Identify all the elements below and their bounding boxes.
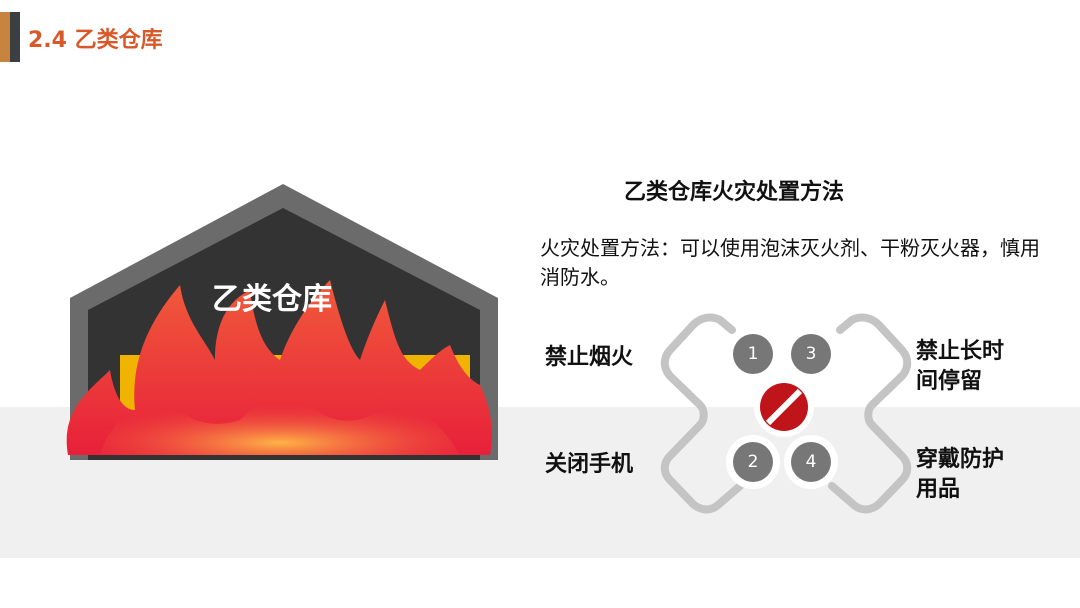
rule-number-2: 2 (733, 442, 773, 482)
rule-label-1: 禁止烟火 (545, 345, 634, 370)
no-entry-icon (754, 377, 814, 437)
rule-label-3: 禁止长时间停留 (916, 339, 1005, 394)
section-description: 火灾处置方法：可以使用泡沫灭火剂、干粉灭火器，慎用消防水。 (540, 236, 1040, 289)
flames-icon (66, 280, 492, 455)
rule-number-1: 1 (733, 334, 773, 374)
section-heading: 乙类仓库火灾处置方法 (624, 180, 845, 205)
rule-number-4: 4 (791, 442, 831, 482)
title-accent-bar (0, 12, 10, 62)
rule-number-3: 3 (791, 334, 831, 374)
cross-frame-icon (660, 313, 912, 514)
rule-label-4: 穿戴防护用品 (916, 447, 1005, 502)
page-title: 2.4 乙类仓库 (28, 28, 163, 53)
title-dark-bar (10, 12, 20, 62)
rule-label-2: 关闭手机 (545, 452, 634, 477)
warehouse-label: 乙类仓库 (212, 282, 332, 317)
